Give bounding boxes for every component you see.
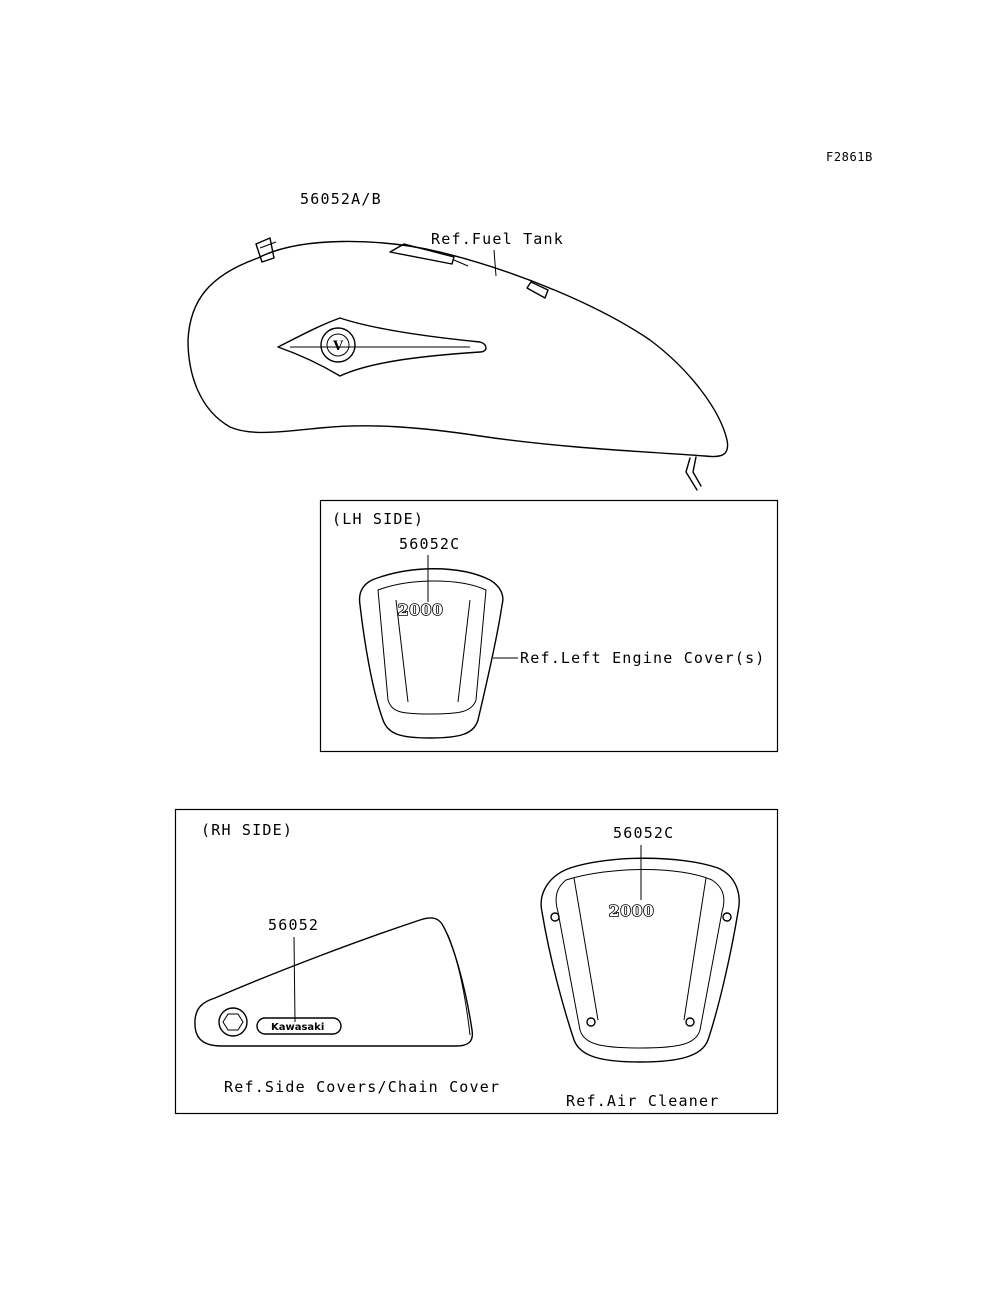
lh-side-panel bbox=[319, 499, 779, 753]
ref-fuel-tank-label: Ref.Fuel Tank bbox=[431, 230, 564, 248]
lh-side-heading: (LH SIDE) bbox=[332, 510, 424, 528]
ref-air-cleaner-label: Ref.Air Cleaner bbox=[566, 1092, 719, 1110]
part-number-air-cleaner: 56052C bbox=[613, 824, 674, 842]
figure-code: F2861B bbox=[826, 150, 873, 164]
tank-emblem: V bbox=[277, 317, 487, 377]
lh-year-emblem: 2000 bbox=[398, 601, 444, 619]
left-engine-cover-drawing: 2000 bbox=[358, 568, 504, 739]
part-number-lh-cover: 56052C bbox=[399, 535, 460, 553]
part-number-side-cover: 56052 bbox=[268, 916, 319, 934]
ref-left-engine-cover-label: Ref.Left Engine Cover(s) bbox=[520, 649, 766, 667]
air-cleaner-drawing: 2000 bbox=[540, 857, 740, 1063]
rh-year-emblem: 2000 bbox=[609, 902, 655, 920]
tank-emblem-logo: V bbox=[332, 339, 344, 354]
brand-emblem: Kawasaki bbox=[271, 1022, 324, 1033]
fuel-tank-drawing: V bbox=[187, 237, 729, 491]
rh-side-heading: (RH SIDE) bbox=[201, 821, 293, 839]
rh-side-panel bbox=[174, 808, 779, 1115]
part-number-tank: 56052A/B bbox=[300, 190, 382, 208]
ref-side-covers-label: Ref.Side Covers/Chain Cover bbox=[224, 1078, 500, 1096]
leader-side-cover bbox=[293, 936, 296, 1023]
leader-fuel-tank bbox=[493, 249, 497, 277]
side-cover-drawing: Kawasaki bbox=[194, 917, 474, 1047]
